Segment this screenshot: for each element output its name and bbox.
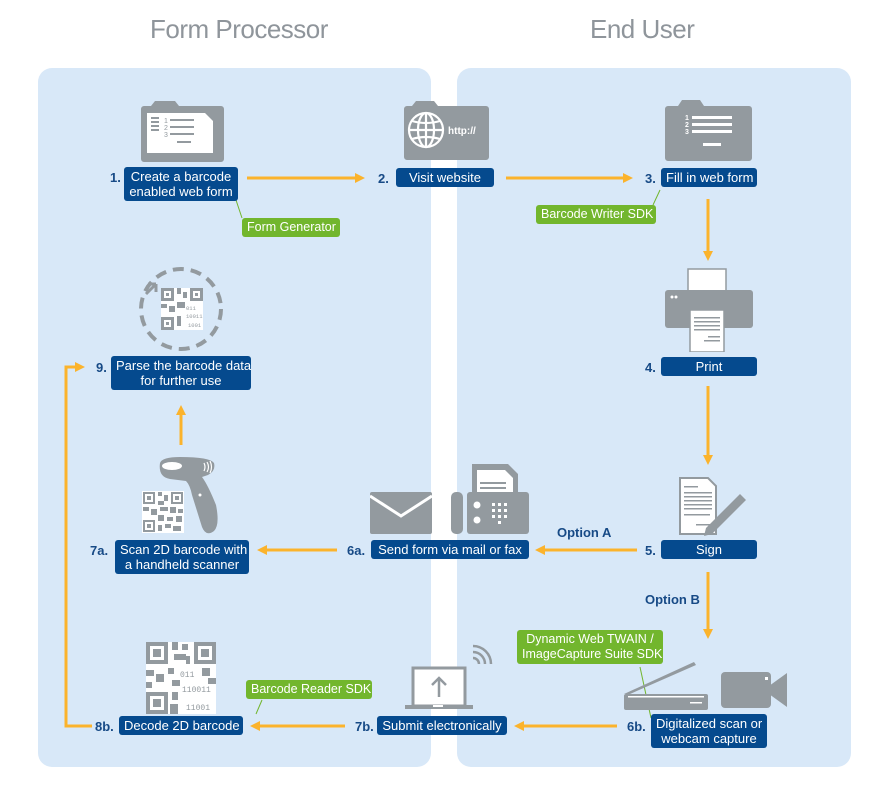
handheld-scanner-icon [142, 457, 218, 534]
svg-text:2: 2 [685, 122, 689, 129]
step-9-line-2: for further use [140, 373, 222, 388]
step-number-6a: 6a. [347, 543, 366, 558]
step-7a-line-1: Scan 2D barcode with [120, 542, 248, 557]
step-3-fill-form: Fill in web form [661, 168, 757, 187]
qr-code-binary-icon: 011 110011 11001 [146, 642, 216, 714]
step-7a-scan-handheld: Scan 2D barcode with a handheld scanner [115, 540, 249, 574]
step-number-2: 2. [378, 171, 389, 186]
dwt-line-2: ImageCapture Suite SDK [522, 647, 663, 661]
dwt-line-1: Dynamic Web TWAIN / [526, 632, 654, 646]
globe-http-icon: http:// [404, 101, 489, 160]
step-5-line-1: Sign [695, 542, 723, 557]
fax-machine-icon [451, 464, 529, 534]
printer-icon [665, 268, 753, 352]
qr-bits-line-2: 110011 [182, 686, 211, 695]
step-number-1: 1. [110, 170, 121, 185]
svg-text:3: 3 [164, 132, 168, 139]
svg-text:10011: 10011 [186, 313, 203, 320]
svg-text:1: 1 [685, 115, 689, 122]
step-3-line-1: Fill in web form [666, 170, 754, 185]
step-6b-digital-capture: Digitalized scan or webcam capture [651, 714, 767, 748]
step-number-5: 5. [645, 543, 656, 558]
web-form-folder-icon: 1 2 3 [141, 101, 224, 162]
sdk-connector-barcode-reader [255, 699, 263, 715]
step-number-4: 4. [645, 360, 656, 375]
envelope-icon [370, 492, 432, 534]
step-9-line-1: Parse the barcode data [116, 358, 252, 373]
document-pen-icon [679, 477, 746, 536]
option-a-label: Option A [557, 525, 612, 540]
laptop-upload-icon [405, 644, 493, 709]
step-1-line-1: Create a barcode [130, 169, 232, 184]
sdk-badge-dynamic-web-twain: Dynamic Web TWAIN / ImageCapture Suite S… [517, 630, 663, 664]
svg-text:1: 1 [164, 118, 168, 125]
step-2-visit-website: Visit website [396, 168, 494, 187]
webcam-icon [721, 672, 787, 708]
sdk-connector-barcode-writer [652, 189, 661, 206]
step-1-create-form: Create a barcode enabled web form [124, 167, 238, 201]
step-number-8b: 8b. [95, 719, 114, 734]
qr-bits-line-3: 11001 [186, 704, 210, 713]
arrow-8b-to-9 [64, 362, 92, 728]
step-6b-line-2: webcam capture [661, 731, 757, 746]
sdk-badge-barcode-writer: Barcode Writer SDK [536, 205, 656, 224]
step-9-parse-data: Parse the barcode data for further use [111, 356, 251, 390]
http-label: http:// [448, 126, 476, 137]
step-6a-line-1: Send form via mail or fax [378, 542, 522, 557]
step-4-line-1: Print [695, 359, 723, 374]
step-number-7b: 7b. [355, 719, 374, 734]
form-processor-heading: Form Processor [150, 14, 328, 44]
svg-text:1001: 1001 [188, 322, 202, 329]
step-4-print: Print [661, 357, 757, 376]
step-number-9: 9. [96, 360, 107, 375]
step-8b-decode-barcode: Decode 2D barcode [119, 716, 243, 735]
step-6a-send-mail-fax: Send form via mail or fax [371, 540, 529, 559]
step-number-7a: 7a. [90, 543, 109, 558]
step-2-line-1: Visit website [408, 170, 481, 185]
step-6b-line-1: Digitalized scan or [656, 716, 763, 731]
step-8b-line-1: Decode 2D barcode [124, 718, 240, 733]
numbered-form-icon: 1 2 3 [665, 100, 752, 161]
step-7a-line-2: a handheld scanner [124, 557, 240, 572]
step-number-6b: 6b. [627, 719, 646, 734]
end-user-heading: End User [590, 14, 695, 44]
step-number-3: 3. [645, 171, 656, 186]
sdk-badge-form-generator: Form Generator [242, 218, 340, 237]
svg-text:3: 3 [685, 129, 689, 136]
option-b-label: Option B [645, 592, 700, 607]
step-5-sign: Sign [661, 540, 757, 559]
sdk-connector-form-generator [235, 199, 243, 219]
step-7b-submit-electronically: Submit electronically [377, 716, 507, 735]
qr-bits-line-1: 011 [180, 671, 195, 680]
step-1-line-2: enabled web form [129, 184, 233, 199]
sdk-badge-barcode-reader: Barcode Reader SDK [246, 680, 372, 699]
svg-text:011: 011 [186, 305, 197, 312]
flatbed-scanner-icon [624, 662, 708, 710]
step-7b-line-1: Submit electronically [382, 718, 502, 733]
svg-text:2: 2 [164, 125, 168, 132]
